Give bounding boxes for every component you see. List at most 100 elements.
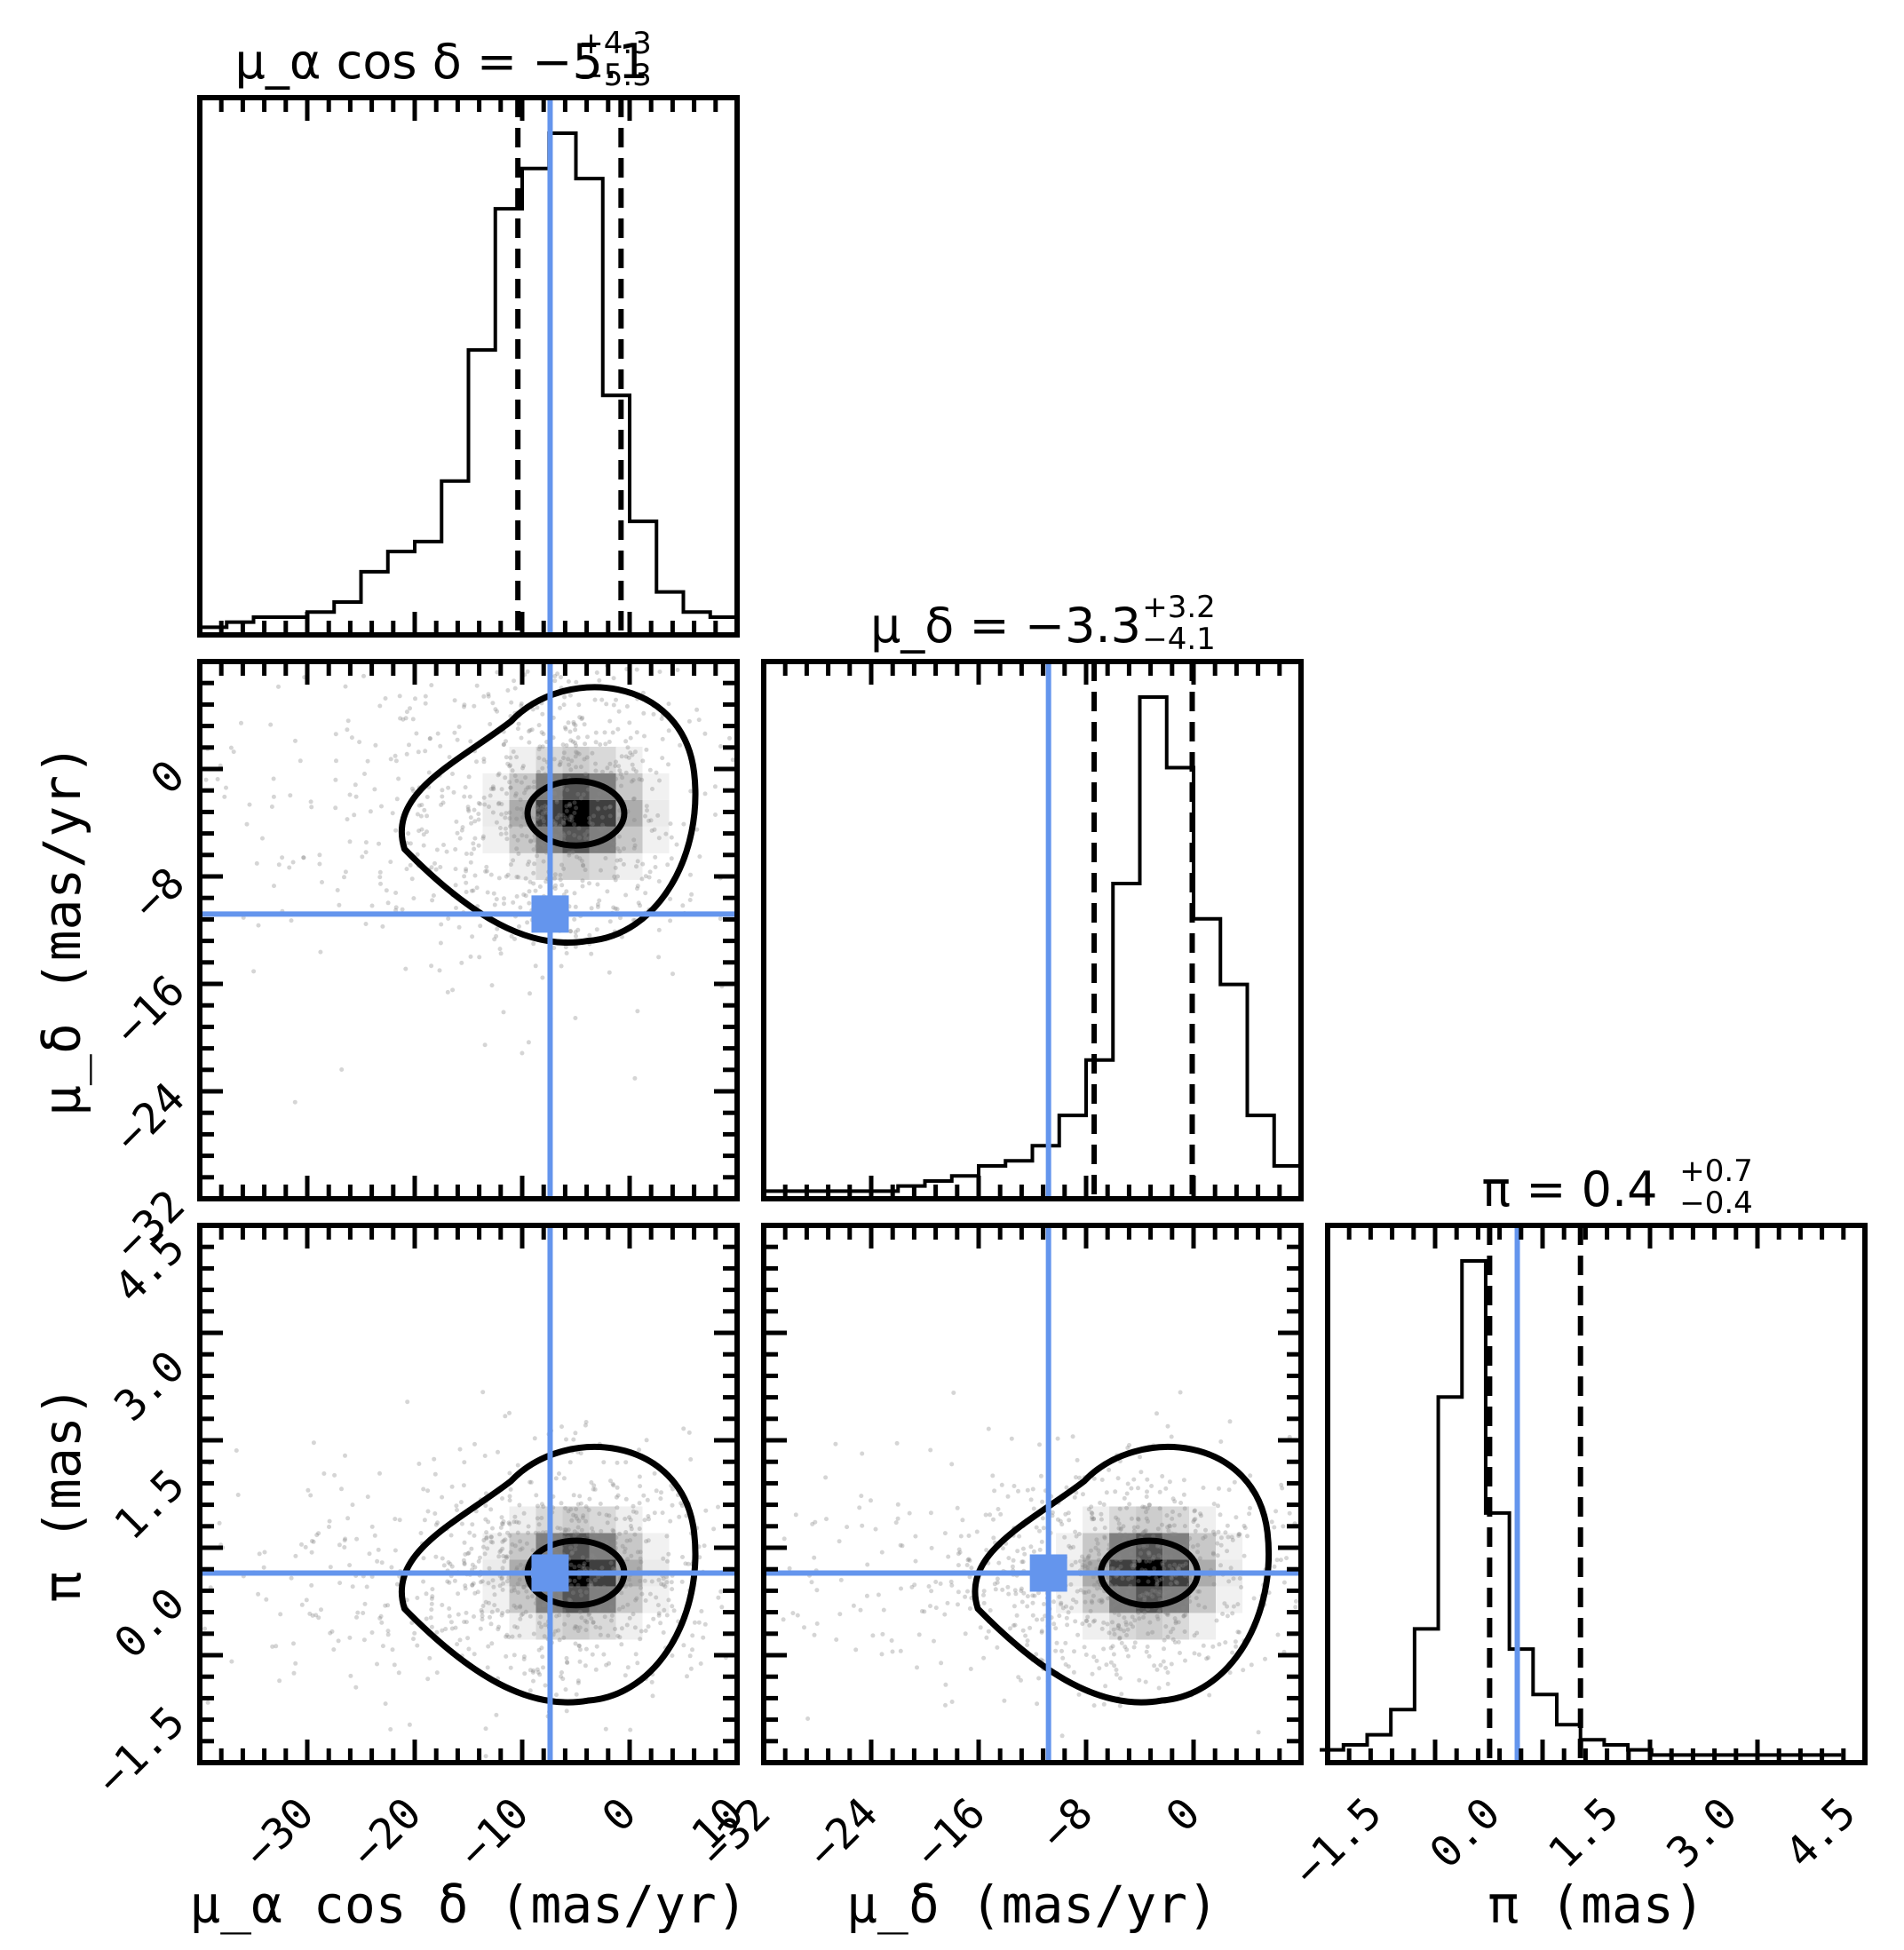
sample-point [490, 1578, 496, 1583]
sample-point [600, 769, 605, 774]
sample-point [586, 836, 591, 841]
sample-point [654, 1595, 659, 1600]
sample-point [504, 831, 509, 836]
sample-point [1116, 1613, 1122, 1618]
sample-point [1006, 1591, 1012, 1597]
sample-point [928, 1604, 932, 1609]
sample-point [551, 790, 557, 796]
sample-point [450, 987, 456, 993]
sample-point [702, 791, 708, 797]
sample-point [1025, 1487, 1030, 1493]
sample-point [646, 1624, 651, 1629]
sample-point [559, 883, 565, 888]
sample-point [678, 742, 683, 748]
sample-point [593, 1667, 599, 1672]
sample-point [845, 1525, 850, 1530]
sample-point [494, 933, 499, 939]
sample-point [457, 836, 463, 841]
sample-point [472, 1614, 476, 1619]
sample-point [508, 785, 513, 790]
sample-point [491, 787, 496, 792]
sample-point [561, 833, 567, 838]
sample-point [1129, 1486, 1134, 1491]
sample-point [969, 1566, 974, 1571]
sample-point [393, 1548, 398, 1553]
sample-point [1114, 1672, 1119, 1677]
sample-point [1127, 1502, 1132, 1507]
sample-point [1230, 1611, 1235, 1616]
sample-point [543, 772, 548, 777]
sample-point [643, 1629, 648, 1633]
sample-point [678, 1501, 684, 1506]
sample-point [1066, 1664, 1071, 1669]
sample-point [666, 1551, 671, 1557]
sample-point [559, 675, 563, 680]
sample-point [583, 741, 588, 747]
sample-point [270, 1644, 275, 1649]
sample-point [496, 800, 502, 805]
sample-point [1157, 1578, 1162, 1583]
sample-point [455, 1508, 459, 1512]
sample-point [1116, 1623, 1122, 1629]
sample-point [608, 1478, 613, 1484]
sample-point [599, 868, 603, 873]
sample-point [343, 869, 348, 875]
sample-point [1112, 1631, 1117, 1637]
sample-point [1040, 1499, 1045, 1504]
sample-point [1123, 1620, 1129, 1625]
sample-point [1009, 1436, 1014, 1441]
sample-point [655, 1603, 661, 1608]
sample-point [627, 720, 632, 725]
sample-point [1091, 1703, 1097, 1708]
sample-point [311, 1539, 316, 1544]
sample-point [453, 883, 458, 888]
sample-point [485, 1546, 490, 1551]
sample-point [361, 1637, 367, 1643]
sample-point [515, 726, 520, 732]
sample-point [472, 836, 478, 841]
sample-point [375, 1661, 379, 1667]
sample-point [727, 735, 732, 741]
sample-point [823, 1475, 829, 1480]
sample-point [515, 1530, 520, 1535]
sample-point [1118, 1564, 1123, 1569]
sample-point [566, 757, 571, 762]
sample-point [497, 1583, 503, 1589]
sample-point [443, 1627, 448, 1631]
sample-point [572, 891, 577, 896]
density-cell [562, 1613, 590, 1640]
sample-point [575, 1678, 581, 1684]
sample-point [508, 862, 513, 868]
sample-point [531, 780, 536, 784]
sample-point [425, 1509, 431, 1514]
sample-point [239, 720, 243, 725]
sample-point [524, 1541, 529, 1546]
sample-point [1107, 1560, 1112, 1565]
sample-point [1160, 1560, 1165, 1566]
sample-point [264, 1597, 269, 1602]
sample-point [570, 1590, 575, 1596]
sample-point [478, 1626, 483, 1631]
sample-point [307, 1611, 313, 1616]
sample-point [446, 785, 451, 790]
sample-point [491, 891, 496, 896]
x-tick-label-pmdec: −16 [906, 1788, 996, 1878]
sample-point [353, 1684, 359, 1690]
sample-point [559, 963, 564, 969]
sample-point [1055, 1517, 1060, 1522]
sample-point [488, 872, 494, 877]
sample-point [500, 1611, 505, 1616]
y-tick-label-parallax: 1.5 [105, 1460, 194, 1550]
sample-point [328, 1565, 333, 1570]
sample-point [501, 1581, 506, 1586]
sample-point [1109, 1584, 1115, 1589]
sample-point [1128, 1621, 1133, 1627]
sample-point [639, 1591, 645, 1597]
sample-point [1192, 1633, 1197, 1638]
sample-point [511, 749, 516, 754]
sample-point [424, 1616, 429, 1621]
sample-point [559, 1670, 564, 1675]
sample-point [1173, 1580, 1178, 1584]
sample-point [637, 1474, 642, 1479]
sample-point [1012, 1484, 1017, 1488]
